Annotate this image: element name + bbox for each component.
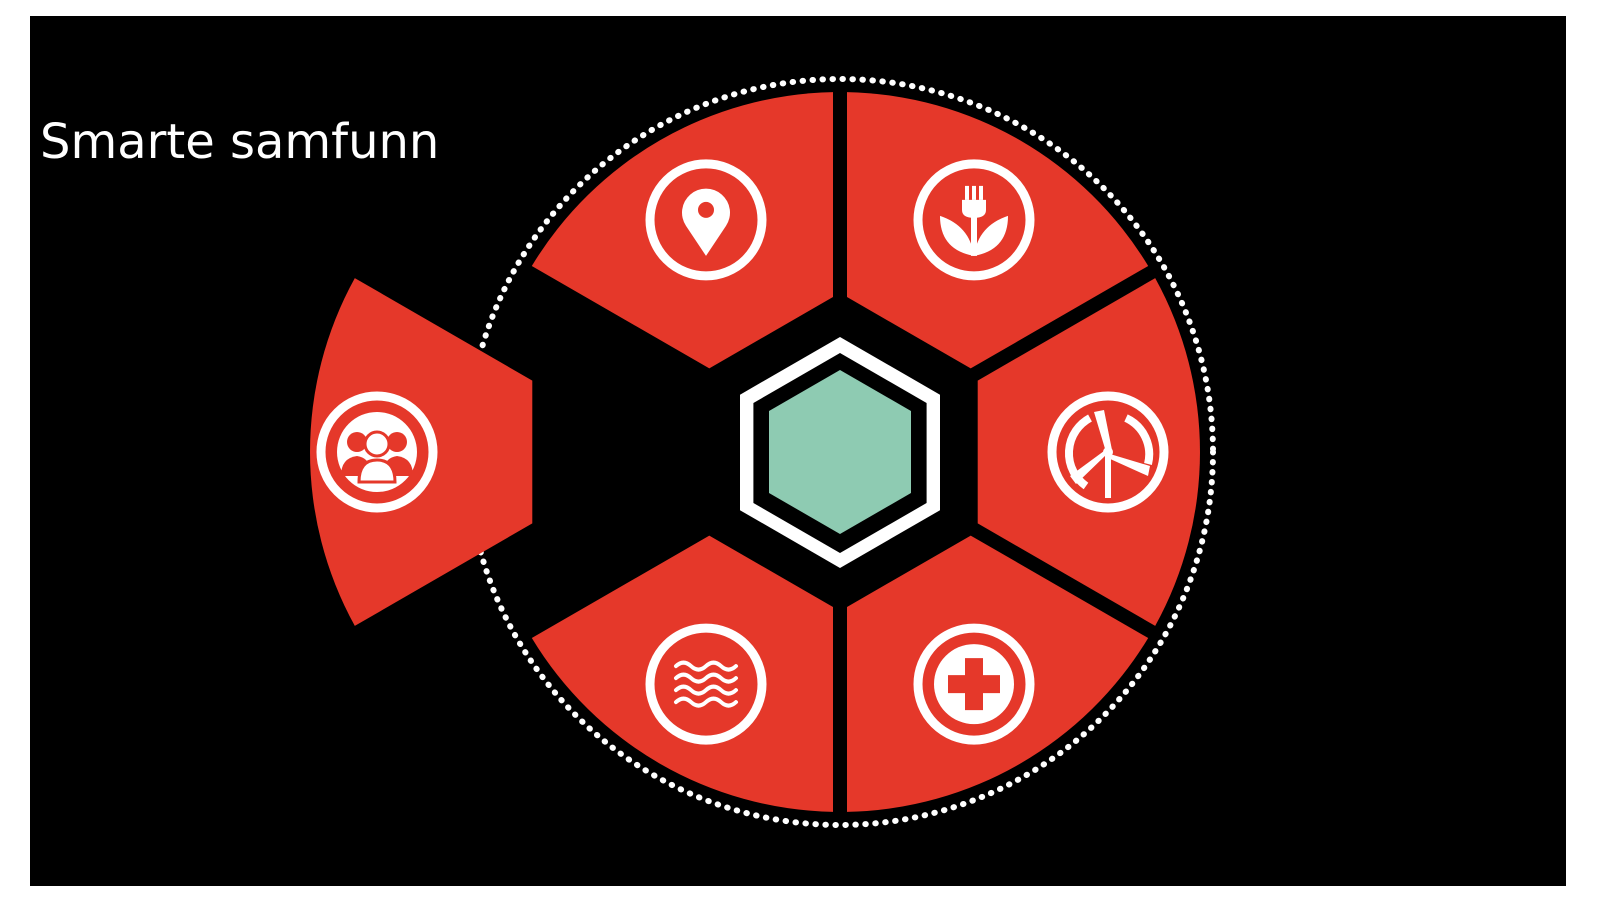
center-hexagon xyxy=(769,370,911,534)
segment-water[interactable] xyxy=(531,535,833,812)
segment-group xyxy=(310,92,1200,812)
people-group-icon xyxy=(316,391,438,513)
segment-shape[interactable] xyxy=(531,92,833,369)
water-waves-icon xyxy=(645,623,767,745)
location-pin-icon xyxy=(645,159,767,281)
medical-cross-icon xyxy=(913,623,1035,745)
segment-location[interactable] xyxy=(531,92,833,369)
segment-wind-power[interactable] xyxy=(977,278,1200,626)
segment-people[interactable] xyxy=(310,278,533,626)
segment-shape[interactable] xyxy=(977,278,1200,626)
plant-plug-icon xyxy=(913,159,1035,281)
wind-turbine-icon xyxy=(1047,391,1169,513)
slide-title: Smarte samfunn xyxy=(40,114,440,170)
segment-health[interactable] xyxy=(847,535,1149,812)
segment-eco-energy[interactable] xyxy=(847,92,1149,369)
segment-shape[interactable] xyxy=(310,278,533,626)
